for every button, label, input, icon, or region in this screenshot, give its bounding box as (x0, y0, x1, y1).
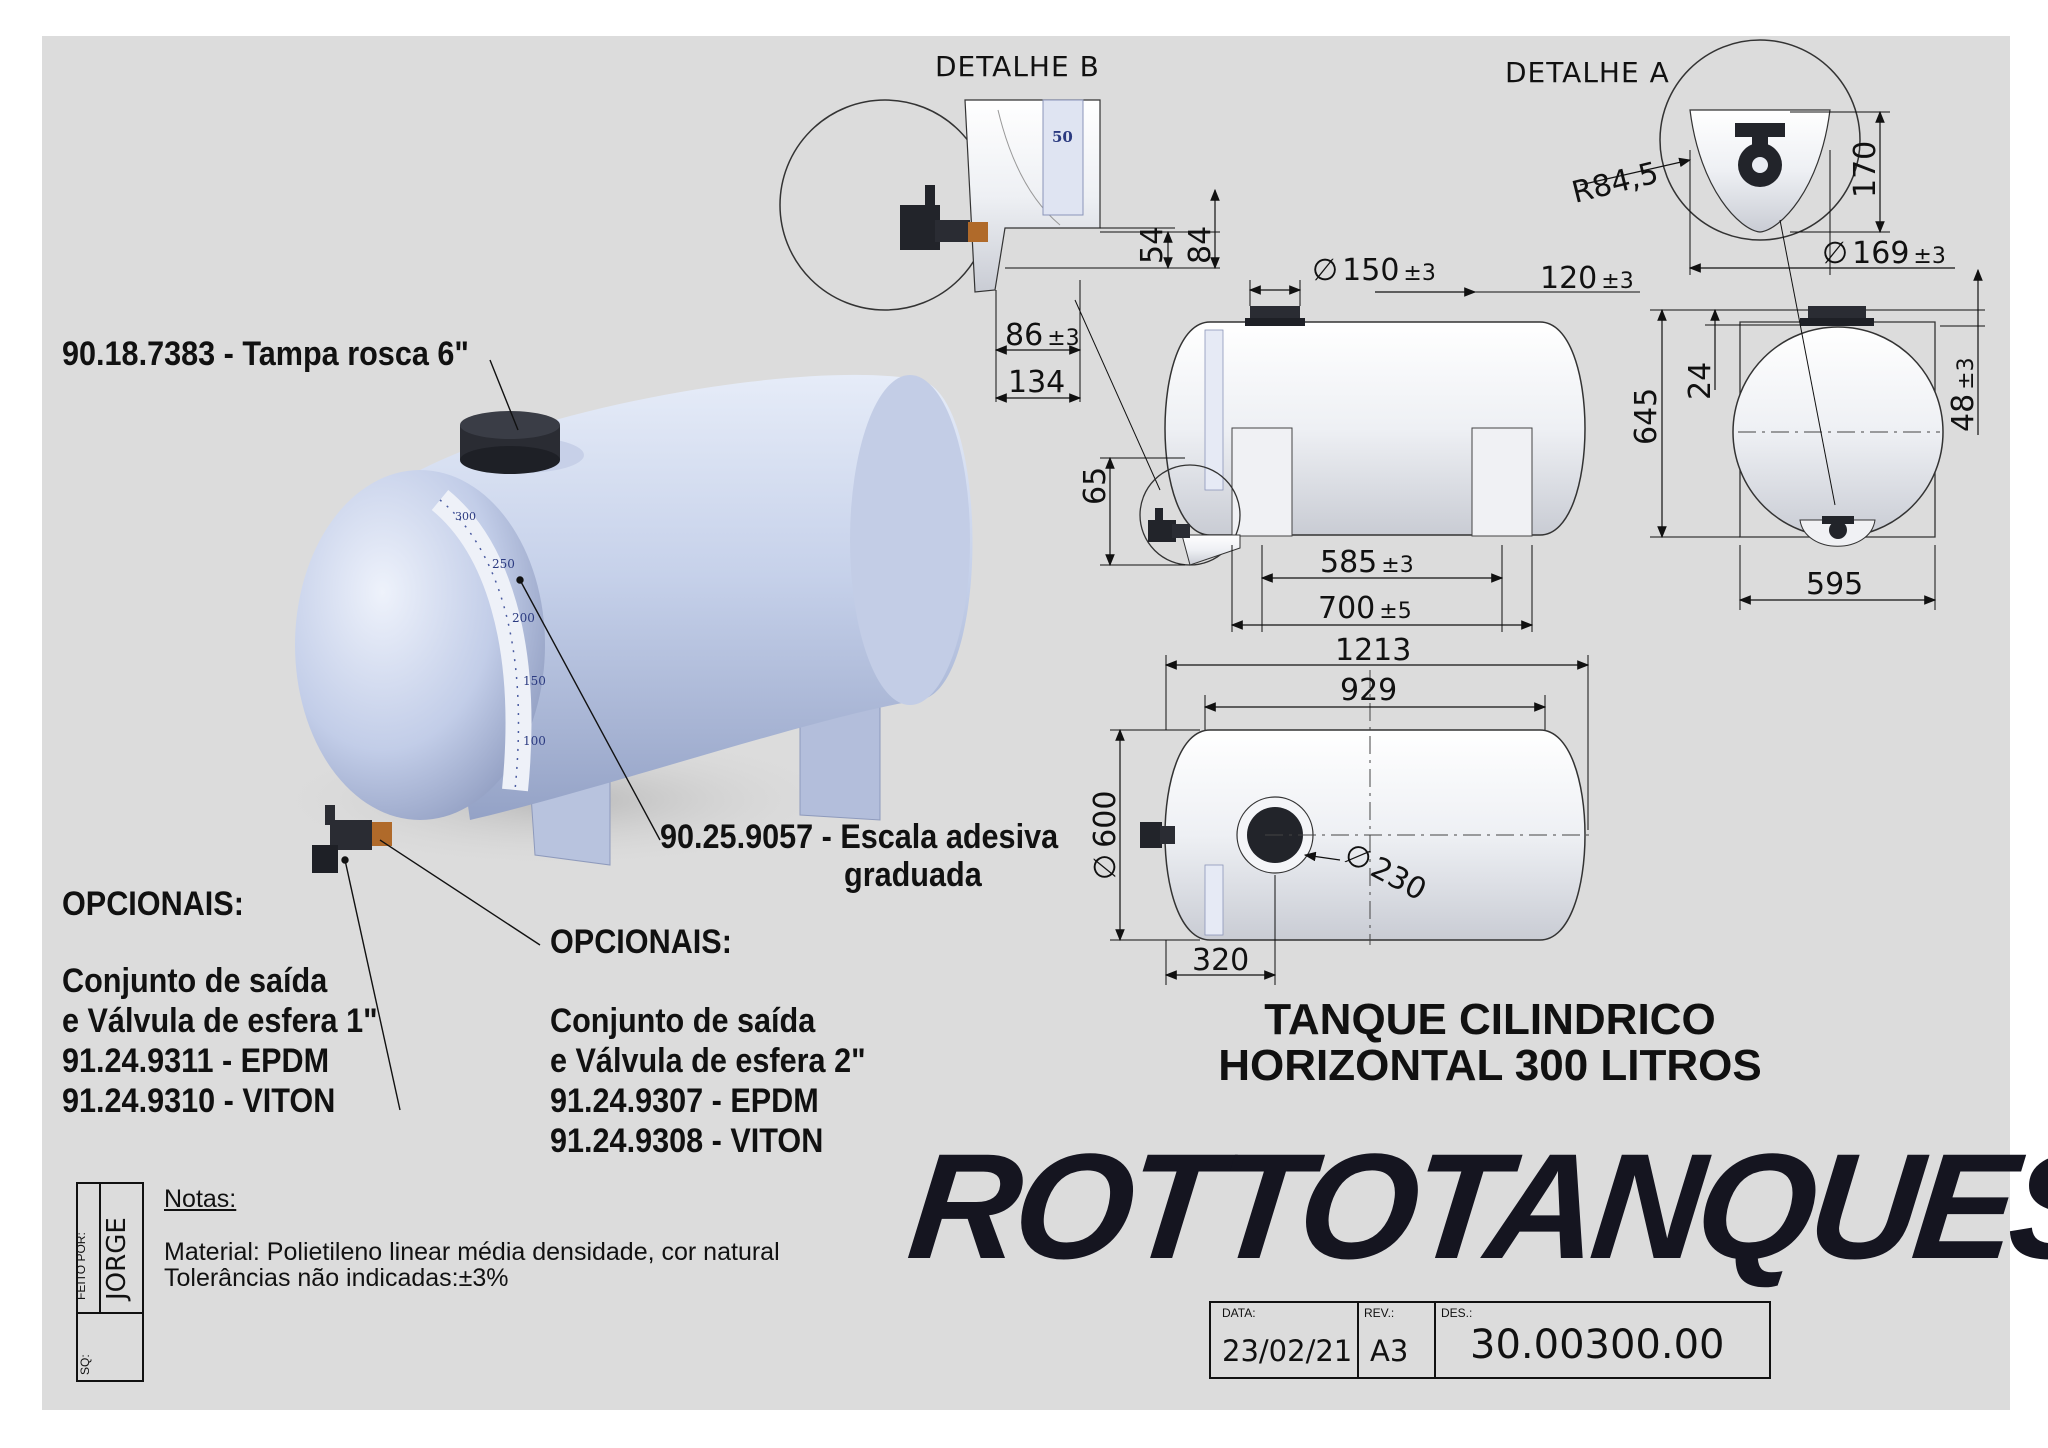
drawing-title-line2: HORIZONTAL 300 LITROS (1218, 1041, 1762, 1090)
dim-929: 929 (1340, 673, 1397, 708)
dim-48: 48±3 (1946, 357, 1981, 432)
side-view: ∅150±3 120±3 65 585±3 700±5 (1078, 253, 1640, 632)
scale-mark-100: 100 (523, 734, 546, 748)
dim-65: 65 (1078, 467, 1113, 505)
sq-label: SQ: (78, 1354, 92, 1375)
date-label: DATA: (1222, 1306, 1256, 1320)
dim-24: 24 (1683, 362, 1718, 400)
dim-320: 320 (1192, 943, 1249, 978)
notes-line1: Material: Polietileno linear média densi… (164, 1238, 780, 1266)
dim-170: 170 (1848, 141, 1883, 198)
end-view: 645 24 48±3 595 (1629, 219, 1985, 610)
brand-logo: ROTTOTANQUES (901, 1122, 2048, 1290)
made-by-label: FEITO POR: (74, 1232, 88, 1300)
dim-150: ∅150±3 (1312, 253, 1436, 288)
notes-heading: Notas: (164, 1185, 237, 1213)
cap-callout: 90.18.7383 - Tampa rosca 6" (62, 335, 469, 373)
dim-600: ∅600 (1088, 791, 1123, 880)
optionals-1-line1: Conjunto de saída (62, 962, 328, 1000)
detail-a-view: DETALHE A R84,5 170 ∅169±3 (1505, 39, 1955, 275)
scale-mark-200: 200 (512, 611, 535, 625)
dim-700: 700±5 (1318, 591, 1412, 626)
dim-595: 595 (1806, 567, 1863, 602)
optionals-2-line1: Conjunto de saída (550, 1002, 816, 1040)
date-value: 23/02/21 (1222, 1334, 1353, 1368)
dim-1213: 1213 (1335, 633, 1411, 668)
notes-line2: Tolerâncias não indicadas:±3% (164, 1264, 509, 1292)
top-view: 1213 929 ∅600 ∅230 320 (1088, 633, 1590, 985)
detail-b-view: 50 DETALHE B 54 84 86±3 134 (779, 50, 1220, 491)
rev-value: A3 (1370, 1334, 1409, 1368)
dim-645: 645 (1629, 388, 1664, 445)
scale-mark-250: 250 (492, 557, 515, 571)
optionals-2-line3: 91.24.9307 - EPDM (550, 1082, 819, 1120)
detail-b-scale-mark: 50 (1052, 128, 1073, 146)
dim-84: 84 (1183, 226, 1218, 264)
callout-leaders (341, 359, 661, 1111)
titleblock-frames (76, 1182, 1771, 1382)
dim-86: 86±3 (1005, 318, 1080, 353)
dim-r84-5: R84,5 (1568, 156, 1662, 211)
des-value: 30.00300.00 (1470, 1322, 1725, 1368)
scale-callout-line1: 90.25.9057 - Escala adesiva (660, 818, 1059, 856)
scale-mark-150: 150 (523, 674, 546, 688)
optionals-1-line3: 91.24.9311 - EPDM (62, 1042, 330, 1080)
optionals-2-line2: e Válvula de esfera 2" (550, 1042, 866, 1080)
scale-mark-300: 300 (455, 510, 476, 523)
detail-b-label: DETALHE B (935, 50, 1100, 83)
detail-a-label: DETALHE A (1505, 56, 1670, 89)
optionals-1-line4: 91.24.9310 - VITON (62, 1082, 336, 1120)
scale-callout-line2: graduada (844, 856, 982, 894)
tank-3d-render: 300 250 200 150 100 (260, 374, 973, 873)
made-by-value: JORGE (102, 1217, 132, 1300)
dim-134: 134 (1008, 365, 1065, 400)
dim-169: ∅169±3 (1822, 236, 1946, 271)
optionals-2-line4: 91.24.9308 - VITON (550, 1122, 824, 1160)
optionals-2-title: OPCIONAIS: (550, 923, 732, 961)
dim-54: 54 (1135, 226, 1170, 264)
dim-120: 120±3 (1540, 261, 1634, 296)
dim-585: 585±3 (1320, 545, 1414, 580)
optionals-1-title: OPCIONAIS: (62, 885, 244, 923)
rev-label: REV.: (1364, 1306, 1395, 1320)
des-label: DES.: (1441, 1306, 1473, 1320)
optionals-1-line2: e Válvula de esfera 1" (62, 1002, 378, 1040)
drawing-title-line1: TANQUE CILINDRICO (1264, 995, 1716, 1044)
